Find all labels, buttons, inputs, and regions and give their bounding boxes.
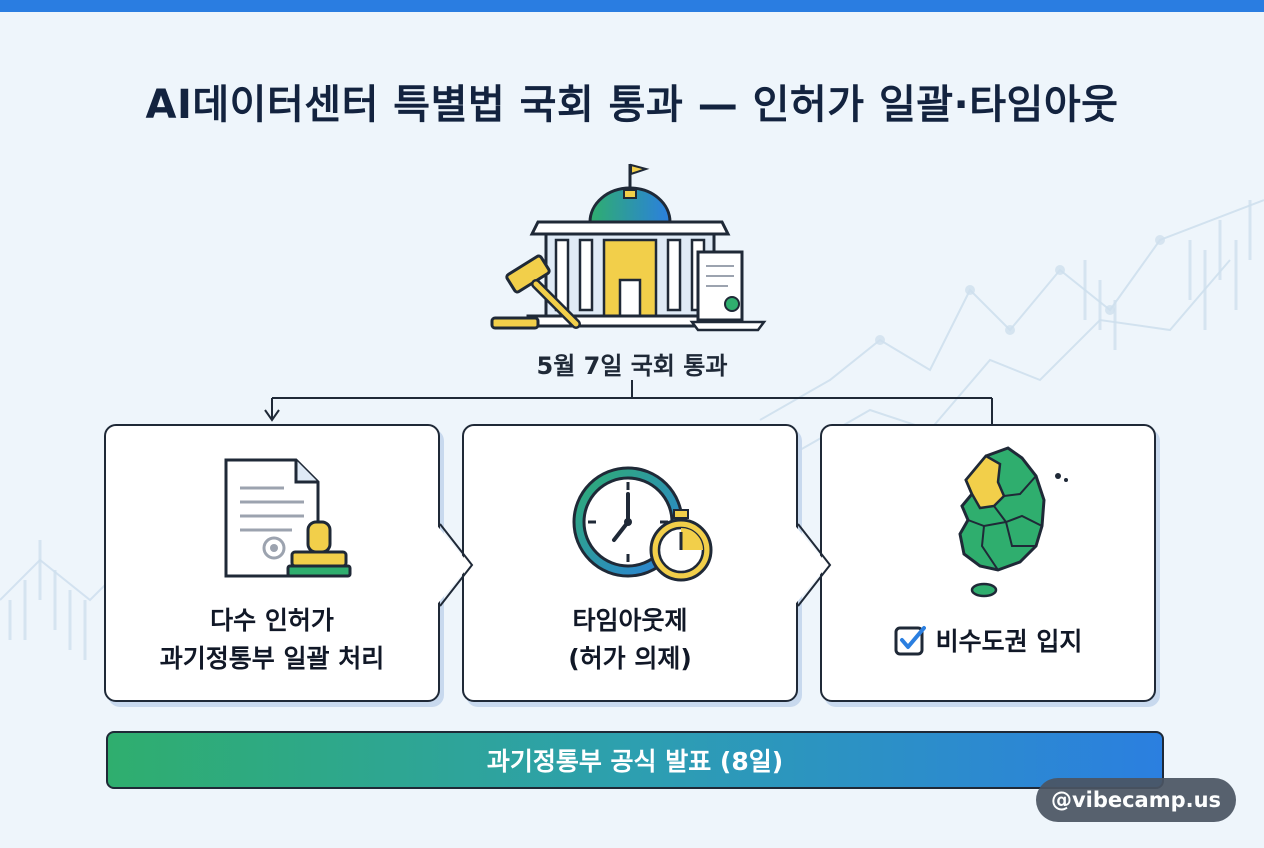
gavel-icon [490, 254, 581, 330]
watermark-badge: @vibecamp.us [1036, 778, 1236, 822]
checkbox-checked-icon [894, 626, 926, 656]
card-timeout: 타임아웃제 (허가 의제) [462, 424, 798, 702]
clock-stopwatch-icon [572, 466, 713, 582]
certificate-scroll-icon [689, 250, 767, 332]
location-row: 비수도권 입지 [822, 622, 1154, 658]
card-permits-line1: 다수 인허가 [210, 606, 334, 635]
card-timeout-line1: 타임아웃제 [572, 606, 688, 635]
document-stamp-icon [224, 458, 352, 578]
parliament-illustration [490, 163, 767, 332]
card-location-label: 비수도권 입지 [935, 627, 1083, 656]
announcement-banner: 과기정통부 공식 발표 (8일) [106, 731, 1164, 789]
top-accent-bar [0, 0, 1264, 12]
card-timeout-line2: (허가 의제) [568, 644, 692, 673]
arrow-right-icon [792, 522, 832, 608]
page-title: AI데이터센터 특별법 국회 통과 — 인허가 일괄·타임아웃 [145, 82, 1119, 128]
card-permits: 다수 인허가 과기정통부 일괄 처리 [104, 424, 440, 702]
arrow-right-icon [434, 522, 474, 608]
card-permits-line2: 과기정통부 일괄 처리 [159, 644, 385, 673]
passed-date-label: 5월 7일 국회 통과 [536, 352, 728, 380]
card-location: 비수도권 입지 [820, 424, 1156, 702]
korea-map-icon [958, 446, 1068, 598]
